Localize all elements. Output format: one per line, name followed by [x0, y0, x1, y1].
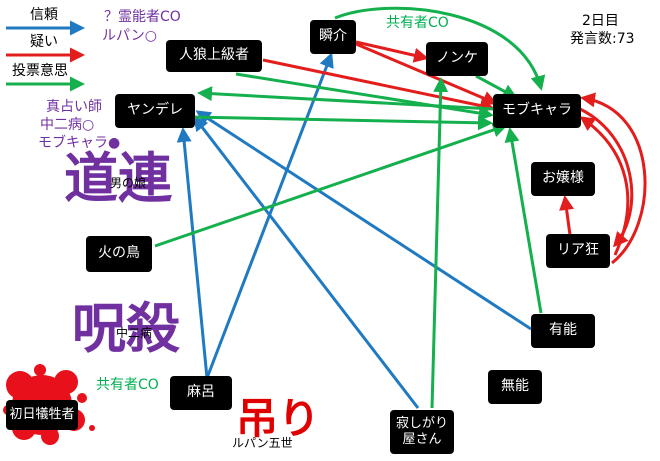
otokonoko-label: 男の娘 [110, 176, 147, 190]
node-hinotori[interactable]: 火の鳥 [86, 236, 152, 272]
node-yandere[interactable]: ヤンデレ [115, 94, 195, 128]
node-riajuu[interactable]: リア狂 [546, 234, 610, 268]
lupin-gosei-label: ルパン五世 [232, 436, 293, 450]
edge-shunsuke-to-mobuchara [355, 42, 498, 106]
node-shonichi-giseisha[interactable]: 初日犠牲者 [6, 400, 78, 430]
lupin-circle-annotation: ルパン○ [102, 28, 157, 44]
day-label: 2日目 [582, 13, 619, 29]
edge-maro-to-yandere [176, 127, 209, 379]
node-ojousama[interactable]: お嬢様 [531, 162, 595, 196]
edge-yandere-to-mobuchara [189, 115, 493, 131]
edge-nonke-to-mobuchara [475, 74, 518, 99]
edge-sabishigari-to-nonke [430, 77, 449, 409]
node-mobuchara[interactable]: モブキャラ [493, 94, 581, 128]
legend-trust-label: 信頼 [30, 7, 58, 23]
tsuri-label: 吊り [236, 394, 321, 443]
node-shunsuke[interactable]: 瞬介 [310, 20, 356, 54]
edge-riajuu-to-ojousama [559, 195, 575, 236]
node-jinro-joukyuusha[interactable]: 人狼上級者 [166, 40, 262, 72]
mobuchara-black-annotation: モブキャラ● [38, 135, 121, 151]
reinousha-co-annotation: ？霊能者CO [104, 9, 181, 25]
edge-yuunou-to-mobuchara [504, 127, 543, 314]
statement-count: 発言数:73 [570, 31, 635, 47]
michizure-label: 道連 [64, 147, 172, 210]
kyouyuusha-co-bottom: 共有者CO [96, 377, 159, 393]
edge-jinro-to-mobuchara-vote [235, 72, 494, 121]
chuunibyou-annotation: 中二病○ [40, 117, 95, 133]
chuunibyou-small-label: 中二病 [116, 326, 153, 340]
noroikoroshi-label: 呪殺 [72, 297, 180, 360]
edge-shunsuke-to-nonke [355, 40, 429, 63]
edge-jinro-to-mobuchara [262, 58, 495, 113]
edge-hinotori-to-mobuchara [154, 122, 508, 248]
legend-vote-label: 投票意思 [12, 63, 68, 79]
legend-doubt-label: 疑い [30, 34, 58, 50]
node-maro[interactable]: 麻呂 [170, 376, 232, 410]
node-yuunou[interactable]: 有能 [531, 314, 595, 348]
uranaishi-annotation: 真占い師 [46, 99, 102, 115]
kyouyuusha-co-top: 共有者CO [386, 15, 449, 31]
edge-sabishigari-to-yandere [193, 115, 420, 409]
node-nonke[interactable]: ノンケ [426, 42, 488, 76]
edge-mobuchara-to-yandere [197, 86, 494, 111]
edge-shunsuke-to-mobuchara-arc [334, 6, 546, 91]
node-sabishigari-yasan[interactable]: 寂しがり 屋さん [390, 410, 454, 454]
node-munou[interactable]: 無能 [488, 370, 542, 404]
edge-riajuu-to-mobuchara-mid [579, 116, 630, 256]
edge-yuunou-to-yandere [195, 110, 532, 331]
